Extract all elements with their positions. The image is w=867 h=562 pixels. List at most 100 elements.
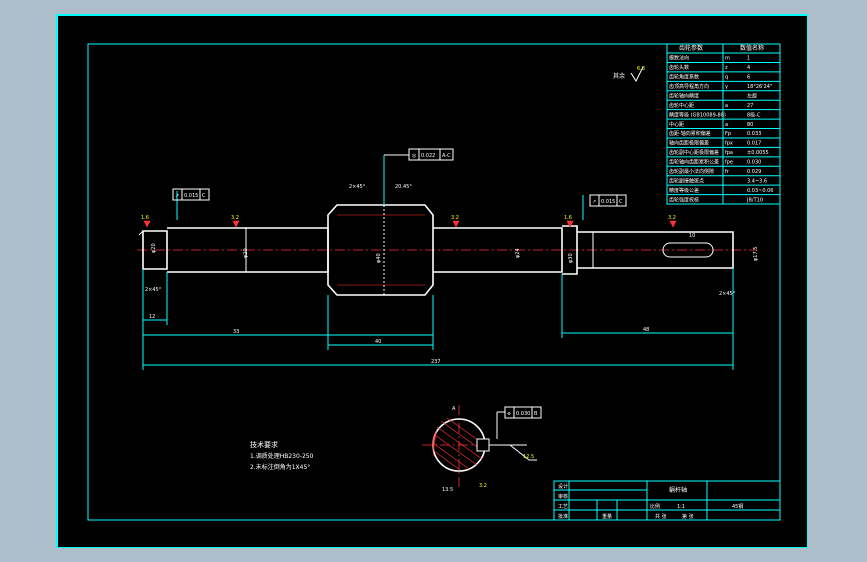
svg-text:↗: ↗ — [592, 199, 596, 205]
tolerance-frame-right: ↗ 0.015 C — [589, 194, 627, 207]
param-cell: fpa — [725, 150, 733, 156]
roughness-symbol-3: 3.2 — [451, 215, 460, 228]
param-cell: 齿轮轴向精度 — [669, 92, 699, 99]
title-block: 设计 审核 工艺 批准 蜗杆轴 比例 1:1 45钢 共 张 第 张 重量 — [553, 480, 781, 521]
param-cell: JB/T10 — [746, 197, 763, 203]
param-cell: γ — [725, 84, 728, 90]
svg-text:第 张: 第 张 — [682, 513, 694, 520]
svg-text:13.5: 13.5 — [442, 487, 453, 493]
dia-c: φ30 — [568, 253, 574, 263]
notes-line-2: 2.未标注倒角为1X45° — [250, 463, 310, 471]
svg-text:C: C — [619, 199, 623, 205]
roughness-symbol-5: 3.2 — [668, 215, 677, 228]
param-cell: 0.03~0.06 — [747, 188, 773, 194]
dim-48: 48 — [643, 327, 649, 333]
section-view: 12.5 ⌯ 0.030 B A 13.5 3.2 — [422, 405, 542, 493]
svg-text:重量: 重量 — [602, 513, 612, 520]
param-cell: 齿轮副接触斑点 — [669, 177, 704, 184]
param-cell: 齿轮强度校核 — [669, 196, 699, 203]
svg-text:⌯: ⌯ — [507, 411, 511, 417]
svg-text:↗: ↗ — [175, 193, 179, 199]
bevel-top-right: 20.45° — [395, 184, 412, 190]
roughness-symbol-other: 6.3 — [630, 66, 645, 83]
shaft-view — [137, 204, 757, 296]
param-cell: 精度等级公差 — [669, 187, 699, 194]
param-cell: 齿轮角度系数 — [669, 74, 699, 81]
param-cell: 27 — [747, 103, 753, 109]
param-cell: a — [725, 122, 728, 128]
material: 45钢 — [732, 503, 743, 510]
svg-text:B: B — [534, 411, 538, 417]
part-name: 蜗杆轴 — [669, 486, 687, 494]
svg-text:共 张: 共 张 — [655, 513, 667, 520]
tolerance-frame-left: ↗ 0.015 C — [172, 188, 210, 201]
param-cell: a — [725, 103, 728, 109]
svg-text:A-C: A-C — [442, 153, 451, 159]
param-cell: 0.017 — [747, 141, 761, 147]
svg-text:1.6: 1.6 — [141, 215, 149, 221]
param-cell: 齿轮中心距 — [669, 102, 694, 109]
svg-text:0.022: 0.022 — [421, 153, 435, 159]
param-cell: m — [725, 56, 730, 62]
param-cell: 0.029 — [747, 169, 761, 175]
svg-text:3.2: 3.2 — [451, 215, 459, 221]
worm-body — [327, 204, 434, 296]
chamfer-right: 2×45° — [719, 291, 736, 297]
notes-title: 技术要求 — [250, 440, 278, 449]
scale: 1:1 — [677, 504, 685, 510]
param-cell: 1 — [747, 56, 750, 62]
param-cell: 齿轮头数 — [669, 64, 689, 71]
param-cell: fr — [725, 169, 730, 175]
keyway — [662, 242, 714, 258]
svg-text:C: C — [202, 193, 206, 199]
svg-text:0.015: 0.015 — [184, 193, 198, 199]
dia-a: φ20 — [151, 243, 157, 253]
bevel-top-left: 2×45° — [349, 184, 366, 190]
tolerance-frame-top: ◎ 0.022 A-C — [384, 148, 454, 161]
param-cell: 4 — [747, 65, 750, 71]
roughness-symbol-4: 1.6 — [564, 215, 574, 228]
svg-text:A: A — [452, 406, 456, 412]
dim-40: 40 — [375, 339, 381, 345]
param-cell: 0.030 — [747, 160, 761, 166]
outer-border — [57, 15, 808, 548]
param-cell: 8级-C — [747, 111, 761, 118]
param-cell: 6 — [747, 75, 750, 81]
param-cell: 80 — [747, 122, 753, 128]
svg-text:12.5: 12.5 — [523, 454, 534, 460]
param-cell: 左旋 — [747, 92, 757, 99]
svg-text:6.3: 6.3 — [637, 66, 645, 72]
notes-line-1: 1.调质处理HB230-250 — [250, 452, 314, 460]
svg-text:工艺: 工艺 — [558, 504, 568, 510]
dim-12: 12 — [149, 314, 155, 320]
param-cell: z — [725, 65, 728, 71]
param-cell: 18°26'24" — [747, 84, 772, 90]
dim-33: 33 — [233, 329, 239, 335]
svg-text:3.2: 3.2 — [668, 215, 676, 221]
param-cell: 3.4~3.6 — [747, 178, 767, 184]
svg-text:0.015: 0.015 — [601, 199, 615, 205]
svg-text:设计: 设计 — [558, 483, 568, 490]
param-header-2: 数值名称 — [740, 44, 764, 52]
dia-e: φ40 — [376, 253, 382, 263]
param-cell: fpe — [725, 160, 733, 166]
dia-b: φ20 — [243, 248, 249, 258]
param-cell: Fp — [725, 131, 731, 137]
roughness-symbol-2: 3.2 — [231, 215, 240, 228]
svg-text:3.2: 3.2 — [231, 215, 239, 221]
param-cell: q — [725, 75, 728, 81]
technical-notes: 技术要求 1.调质处理HB230-250 2.未标注倒角为1X45° — [250, 440, 314, 471]
param-cell: 齿距-轴向累积偏差 — [669, 130, 711, 137]
param-cell: 中心距 — [669, 121, 684, 128]
svg-text:3.2: 3.2 — [479, 483, 487, 489]
param-cell: ±0.0055 — [747, 150, 769, 156]
svg-text:0.030: 0.030 — [516, 411, 530, 417]
dia-d: φ24 — [515, 248, 521, 258]
param-cell: 齿轮轴向齿距累积公差 — [669, 159, 719, 166]
param-cell: 模数法向 — [669, 55, 689, 62]
dimension-lines — [142, 155, 734, 370]
chamfer-left: 2×45° — [145, 287, 162, 293]
roughness-symbol-1: 1.6 — [141, 215, 151, 228]
